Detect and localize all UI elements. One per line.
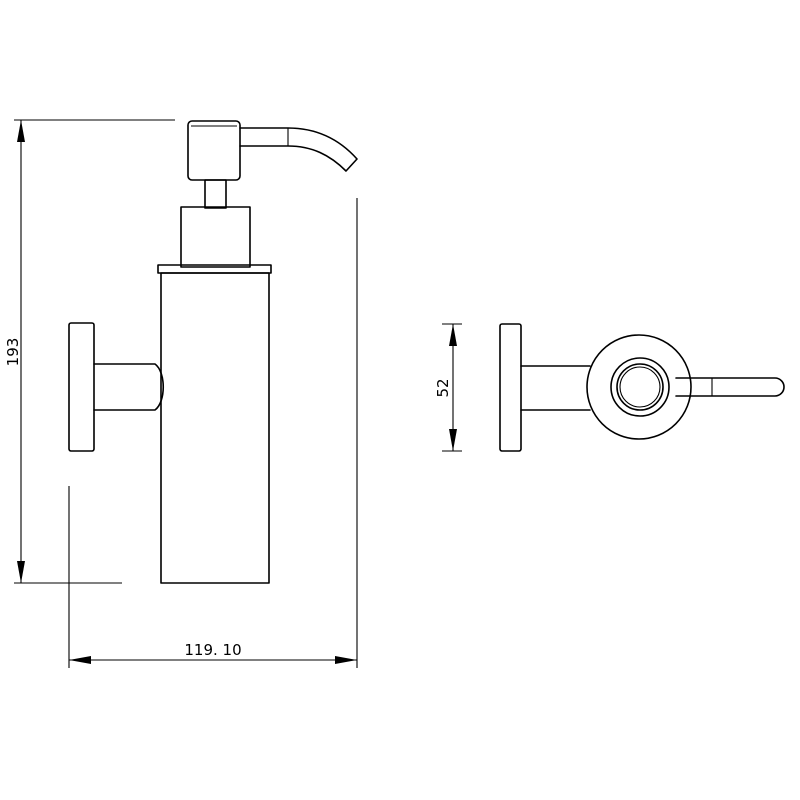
container-body bbox=[160, 272, 270, 584]
support-arm bbox=[93, 363, 165, 411]
width-dimension: 119. 10 bbox=[68, 198, 358, 668]
top-wall-plate bbox=[499, 323, 522, 452]
wall-plate bbox=[68, 322, 95, 452]
front-view bbox=[68, 120, 358, 584]
pump-head bbox=[187, 120, 358, 181]
depth-label: 52 bbox=[434, 378, 452, 397]
width-label: 119. 10 bbox=[184, 641, 241, 659]
top-container-circle bbox=[586, 334, 692, 440]
height-arrow-top bbox=[17, 120, 25, 142]
top-spout bbox=[675, 377, 785, 397]
width-arrow-right bbox=[335, 656, 357, 664]
pump-stem bbox=[204, 179, 227, 209]
top-collar-inner bbox=[619, 366, 661, 408]
depth-arrow-top bbox=[449, 324, 457, 346]
top-view bbox=[499, 323, 785, 452]
height-dimension: 193 bbox=[4, 119, 175, 584]
width-arrow-left bbox=[69, 656, 91, 664]
pump-spout bbox=[239, 127, 358, 172]
pump-head-body bbox=[187, 120, 241, 181]
top-collar-middle bbox=[616, 363, 664, 411]
depth-arrow-bottom bbox=[449, 429, 457, 451]
top-collar-outer bbox=[610, 357, 670, 417]
height-arrow-bottom bbox=[17, 561, 25, 583]
height-label: 193 bbox=[4, 338, 22, 367]
depth-dimension: 52 bbox=[434, 323, 462, 452]
pump-collar bbox=[180, 206, 251, 268]
